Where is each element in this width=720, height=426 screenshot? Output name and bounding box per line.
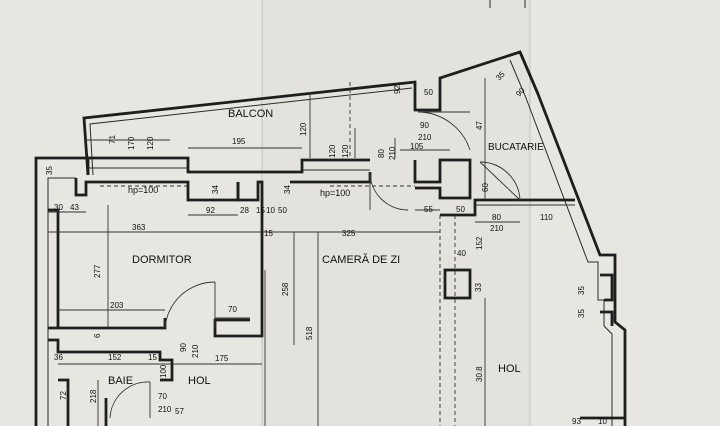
note-hp-right: hp=100: [320, 188, 350, 198]
balcony-door-swing: [417, 111, 471, 151]
kitchen-door-leaf: [479, 161, 521, 201]
dim-label: 120: [146, 136, 155, 150]
kitchen-door-swing: [479, 161, 521, 201]
facade-wall: [88, 156, 370, 174]
exterior-diagonal-wall-inner: [509, 59, 613, 426]
room-label-bucatarie: BUCATARIE: [488, 142, 544, 153]
dim-label: 90: [420, 121, 429, 130]
dim-label: 15: [148, 353, 157, 362]
exterior-diagonal-wall: [518, 51, 627, 426]
dim-label: 210: [388, 146, 397, 160]
dim-label: 50: [424, 88, 433, 97]
dim-label: 203: [110, 301, 124, 310]
dim-label: 90: [179, 343, 188, 352]
dim-label: 40: [457, 249, 466, 258]
bathroom-lower-wall: [58, 378, 70, 426]
dim-label: 50: [456, 205, 465, 214]
dim-label: 70: [158, 392, 167, 401]
kitchen-partition: [440, 198, 575, 217]
dim-label: 15: [256, 206, 265, 215]
dim-label: 170: [127, 136, 136, 150]
dim-label: 70: [228, 305, 237, 314]
room-label-hol-left: HOL: [188, 375, 211, 387]
dim-label: 10: [266, 206, 275, 215]
dim-label: 47: [475, 121, 484, 130]
dim-label: 152: [108, 353, 122, 362]
bedroom-left-wall: [48, 208, 60, 328]
dim-label: 50: [278, 206, 287, 215]
dim-label: 105: [410, 142, 424, 151]
dim-label: 120: [299, 122, 308, 136]
dim-label: 55: [424, 205, 433, 214]
dim-label: 110: [540, 213, 553, 222]
balcony-outline-wall: [82, 50, 540, 176]
dim-label: 210: [158, 405, 172, 414]
dim-label: 100: [159, 364, 168, 378]
dim-label: 34: [283, 185, 292, 194]
dim-label: 57: [175, 407, 184, 416]
note-hp-left: hp=100: [128, 185, 158, 195]
dim-label: 120: [328, 144, 337, 158]
dim-label: 30: [54, 203, 63, 212]
structural-column: [443, 268, 472, 300]
dim-label: 210: [191, 344, 200, 358]
dim-label: 10: [598, 417, 607, 426]
dim-label: 363: [132, 223, 146, 232]
room-label-camera-de-zi: CAMERĂ DE ZI: [322, 253, 400, 266]
dim-label: 210: [490, 224, 504, 233]
dim-label: 6: [93, 333, 102, 338]
room-label-hol-right: HOL: [498, 363, 521, 375]
dim-label: 210: [418, 133, 432, 142]
paper-sheet-middle: [262, 0, 530, 426]
dim-label: 60: [481, 183, 490, 192]
dim-label: 43: [70, 203, 79, 212]
bathroom-door-swing: [109, 381, 151, 419]
room-label-balcon: BALCON: [228, 108, 273, 120]
dim-label: 175: [215, 354, 229, 363]
dim-label: 80: [377, 149, 386, 158]
dim-label: 30.8: [475, 366, 484, 382]
dim-label: 71: [108, 135, 117, 144]
dim-label: 72: [59, 391, 68, 400]
room-label-dormitor: DORMITOR: [132, 254, 192, 266]
dim-label: 195: [232, 137, 246, 146]
dim-label: 258: [281, 282, 290, 296]
bedroom-window-wall: [74, 178, 240, 202]
dim-label: 277: [93, 264, 102, 278]
dim-label: 36: [54, 353, 63, 362]
dim-label: 34: [211, 185, 220, 194]
dim-label: 120: [341, 144, 350, 158]
dim-label: 80: [492, 213, 501, 222]
dim-label: 152: [475, 236, 484, 250]
dim-label: 92: [393, 85, 402, 94]
dim-label: 28: [240, 206, 249, 215]
right-step-wall: [600, 310, 614, 326]
dim-label: 325: [342, 229, 356, 238]
dim-label: 518: [305, 326, 314, 340]
dim-label: 92: [206, 206, 215, 215]
dim-label: 35: [577, 309, 586, 318]
bedroom-door-swing: [164, 281, 216, 329]
room-label-baie: BAIE: [108, 375, 133, 387]
dim-label: 35: [45, 166, 54, 175]
left-exterior-wall: [34, 156, 90, 426]
left-exterior-wall-inner: [47, 177, 76, 426]
dim-label: 93: [572, 417, 581, 426]
dim-label: 218: [89, 389, 98, 403]
kitchen-wall: [413, 158, 472, 200]
right-step-wall: [600, 273, 614, 302]
bathroom-wall: [48, 338, 174, 382]
dim-label: 35: [577, 286, 586, 295]
dim-label: 33: [474, 283, 483, 292]
paper-sheet-left: [0, 0, 262, 426]
dim-label: 15: [264, 229, 273, 238]
living-door-swing: [369, 171, 409, 211]
